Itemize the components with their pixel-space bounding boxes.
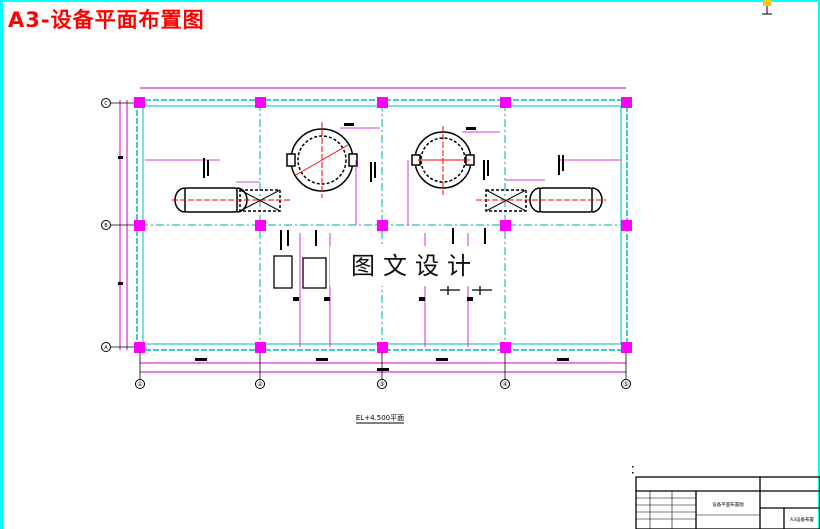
column-marker — [621, 97, 632, 108]
dimension-lines — [119, 87, 626, 373]
north-arrow-icon — [762, 0, 772, 15]
leader-lines — [145, 127, 621, 347]
title-block-drawing-number: A3设备布置 — [790, 516, 814, 523]
column-marker — [500, 97, 511, 108]
column-marker — [621, 220, 632, 231]
axis-label-left: B — [104, 223, 108, 229]
left-axis-bubbles — [101, 98, 111, 352]
axis-label-bottom: ③ — [379, 381, 384, 388]
axis-label-bottom: ④ — [502, 381, 507, 388]
axis-label-left: C — [104, 101, 108, 107]
column-marker — [377, 97, 388, 108]
round-tank-right — [411, 126, 475, 195]
axis-label-bottom: ⑤ — [623, 381, 628, 388]
axis-label-left: A — [104, 345, 108, 351]
horizontal-vessel-right — [476, 187, 606, 213]
column-marker — [255, 97, 266, 108]
column-marker — [134, 342, 145, 353]
column-marker — [134, 220, 145, 231]
column-marker — [377, 220, 388, 231]
column-marker — [377, 342, 388, 353]
horizontal-vessel-left — [172, 187, 290, 213]
column-marker — [134, 97, 145, 108]
annotation-marks — [118, 123, 569, 371]
column-marker — [255, 220, 266, 231]
pump-units — [273, 255, 492, 295]
title-block-drawing-name: 设备平面布置图 — [712, 501, 744, 508]
column-marker — [500, 342, 511, 353]
axis-label-bottom: ① — [137, 381, 142, 388]
title-block — [635, 476, 820, 529]
bottom-axis-bubbles — [135, 379, 631, 389]
round-tank-left — [286, 122, 358, 198]
column-markers — [134, 97, 632, 353]
axis-label-bottom: ② — [257, 381, 263, 388]
watermark: 图文设计 — [330, 246, 500, 286]
plan-caption: EL+4.500平面 — [356, 414, 404, 422]
column-marker — [255, 342, 266, 353]
column-marker — [621, 342, 632, 353]
drawing-dots — [632, 466, 634, 474]
column-marker — [500, 220, 511, 231]
page-title: A3-设备平面布置图 — [8, 8, 205, 32]
